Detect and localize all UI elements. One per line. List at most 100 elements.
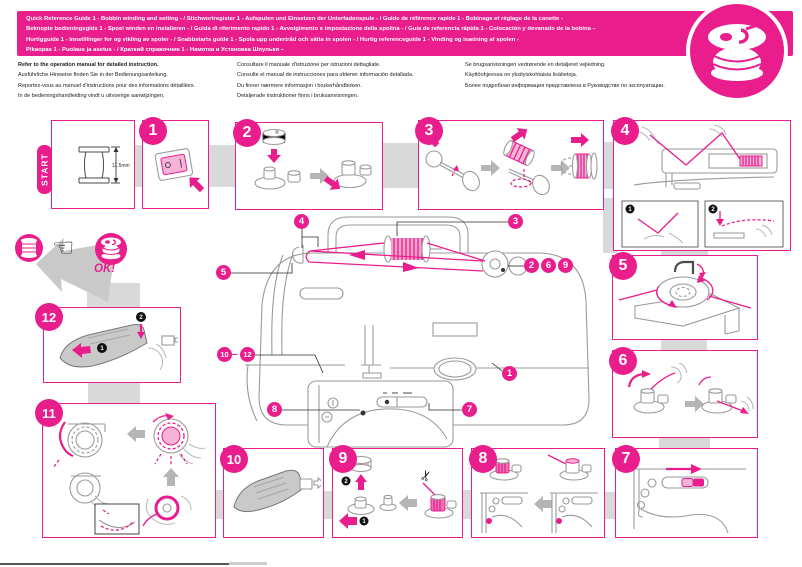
- instruction-line: Ausführliche Hinweise finden Sie in der …: [18, 72, 168, 79]
- empty-bobbin-side-view: [78, 146, 110, 184]
- panel-step-11: [42, 403, 216, 538]
- substep-box-1: 1: [621, 200, 699, 248]
- winding-buttons-illustration: [477, 454, 598, 533]
- slide-arrow-outline: [174, 334, 185, 346]
- control-panel-inset: [307, 380, 454, 448]
- winder-right: [698, 376, 754, 414]
- bobbin-inserted: [152, 413, 206, 466]
- next-arrow: [481, 160, 500, 176]
- callout-8-badge: 8: [267, 402, 282, 417]
- callout-1-badge: 1: [502, 366, 517, 381]
- callout-12-badge: 12: [240, 347, 255, 362]
- callout-10-badge: 10: [217, 347, 232, 362]
- next-arrow: [685, 396, 704, 412]
- thread-path: [649, 132, 741, 166]
- panel-step-8: [471, 448, 605, 538]
- thread-into-slit: [69, 472, 140, 535]
- substep-1-badge: 1: [362, 519, 366, 525]
- title-banner: Quick Reference Guide 1 - Bobbin winding…: [17, 11, 793, 56]
- title-line-4: Pikaopas 1 - Puolaus ja asetus - / Кратк…: [26, 46, 285, 53]
- page-edge-mark: [229, 562, 267, 565]
- step-8-badge: 8: [469, 445, 497, 473]
- step-5-badge: 5: [609, 252, 637, 280]
- back-arrow: [399, 495, 417, 511]
- winder-left: [627, 362, 688, 414]
- instruction-line: Reportez-vous au manuel d'instructions p…: [18, 82, 196, 89]
- case-thread-hooked: [52, 421, 106, 469]
- instruction-line: Käyttöohjeessa on yksityiskohtaisia lisä…: [465, 72, 578, 79]
- dimension-label: 11.5mm: [112, 163, 130, 169]
- pointing-hand-icon: ☜: [52, 234, 75, 262]
- connector-tab: [88, 380, 140, 406]
- threading-illustration: 1 2: [621, 124, 784, 248]
- thread-spool-sliding: [503, 128, 550, 196]
- callout-4-badge: 4: [294, 214, 309, 229]
- title-line-3: Hurtigguide 1 - Innstillinger for og vik…: [26, 36, 519, 43]
- step-1-badge: 1: [139, 117, 167, 145]
- instruction-line: Du finner nærmere informasjon i brukerhå…: [237, 82, 362, 89]
- connector-tab: [659, 435, 710, 451]
- step-11-badge: 11: [35, 399, 63, 427]
- instruction-line: Consultare il manuale d'istruzione per i…: [237, 62, 381, 68]
- step-9-badge: 9: [329, 445, 357, 473]
- connector-tab: [380, 143, 420, 188]
- bobbin-dimension-illustration: 11.5mm: [78, 146, 130, 184]
- substep-2-badge: 2: [344, 479, 348, 485]
- insert-bobbin-illustration: [52, 413, 206, 535]
- step-4-badge: 4: [611, 117, 639, 145]
- power-switch: [154, 148, 194, 181]
- latch: [161, 335, 175, 346]
- dimension-arrow: [111, 146, 120, 184]
- cutting-scene: ✂: [417, 468, 457, 519]
- spool-pin-raised: [424, 132, 480, 192]
- wound-bobbin-icon: [15, 234, 43, 262]
- connector-tab: [601, 142, 615, 189]
- close-cover-illustration: 1 2: [59, 312, 185, 371]
- slide-arrow: [323, 175, 341, 190]
- slide-arrow-outline: [313, 476, 325, 490]
- down-arrow: [267, 149, 281, 163]
- step-7-badge: 7: [612, 445, 640, 473]
- up-arrow: [163, 468, 179, 486]
- ok-bobbin-icon: [95, 233, 127, 265]
- cover-plate: [233, 469, 303, 513]
- connector-tab: [206, 145, 237, 187]
- substep-1-badge: 1: [628, 207, 632, 213]
- wrap-arrows: [656, 263, 714, 308]
- panel-step-12: 1 2: [43, 307, 185, 383]
- substep-2-badge: 2: [139, 315, 143, 321]
- cut-thread-illustration: 2 1 ✂: [339, 455, 457, 529]
- thread-guide-bar: [633, 148, 778, 190]
- instructions-column-2: Consultare il manuale d'istruzione per i…: [237, 60, 413, 102]
- latch: [299, 478, 313, 490]
- panel-step-3: [418, 120, 604, 210]
- spool-seated: [560, 133, 598, 180]
- slide-right-arrow: [666, 464, 702, 474]
- start-label: START: [37, 145, 52, 194]
- sewing-machine-diagram: [231, 216, 590, 448]
- bobbin-cover-illustration: [233, 469, 325, 513]
- connector-tab: [661, 336, 707, 354]
- speed-slider: [661, 476, 709, 489]
- back-arrow: [127, 426, 145, 442]
- instruction-line: In de bedieningshandleiding vindt u uitv…: [18, 93, 165, 100]
- hand: [147, 343, 167, 371]
- bobbin-mounted: [333, 160, 372, 189]
- thread-path: [618, 289, 752, 309]
- wind-bobbin-illustration: [627, 362, 754, 414]
- scissors-icon: ✂: [417, 468, 436, 484]
- title-line-2: Beknopte bedieningsgids 1 - Spoel winden…: [26, 26, 596, 33]
- bobbin-logo-icon: [686, 0, 788, 102]
- thread-guide-illustration: [618, 260, 752, 335]
- bobbin: [262, 128, 286, 146]
- instruction-line: Detaljerade instruktioner finns i bruksa…: [237, 93, 359, 100]
- instruction-line: Более подробная информация представлена …: [465, 82, 665, 89]
- step-2-badge: 2: [233, 119, 261, 147]
- substep-1-badge: 1: [100, 346, 104, 352]
- scene-full-bobbin: [477, 454, 528, 533]
- callout-2-badge: 2: [524, 258, 539, 273]
- callout-3-badge: 3: [508, 214, 523, 229]
- instructions-column-3: Se brugsanvisningen vedrørende en detalj…: [465, 60, 665, 91]
- callout-leader-lines: [231, 221, 524, 411]
